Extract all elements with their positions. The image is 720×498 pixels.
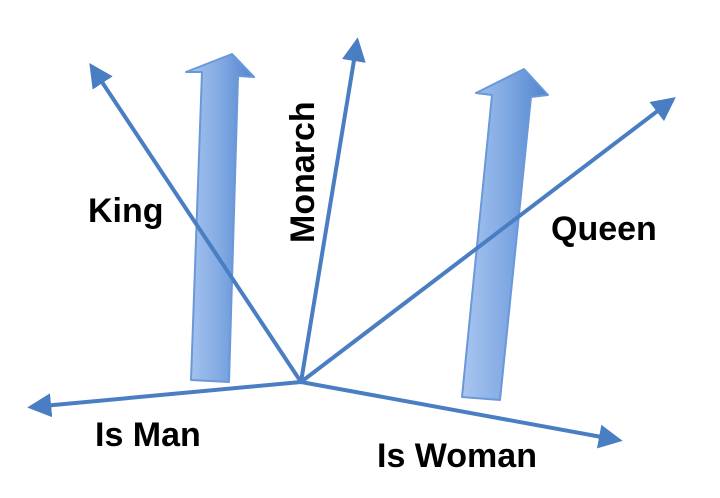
vector-arrows bbox=[27, 37, 676, 449]
label-is-man: Is Man bbox=[95, 416, 201, 454]
is-man-vector bbox=[27, 380, 303, 418]
label-is-woman: Is Woman bbox=[377, 437, 537, 475]
is-woman-vector bbox=[299, 380, 623, 449]
king-vector bbox=[89, 63, 303, 384]
label-queen: Queen bbox=[551, 210, 657, 248]
thick-arrow-left bbox=[185, 53, 255, 383]
monarch-vector bbox=[299, 37, 366, 384]
thick-arrow-right bbox=[461, 68, 549, 401]
label-king: King bbox=[88, 192, 164, 230]
queen-vector bbox=[299, 97, 676, 384]
label-monarch: Monarch bbox=[284, 101, 322, 243]
